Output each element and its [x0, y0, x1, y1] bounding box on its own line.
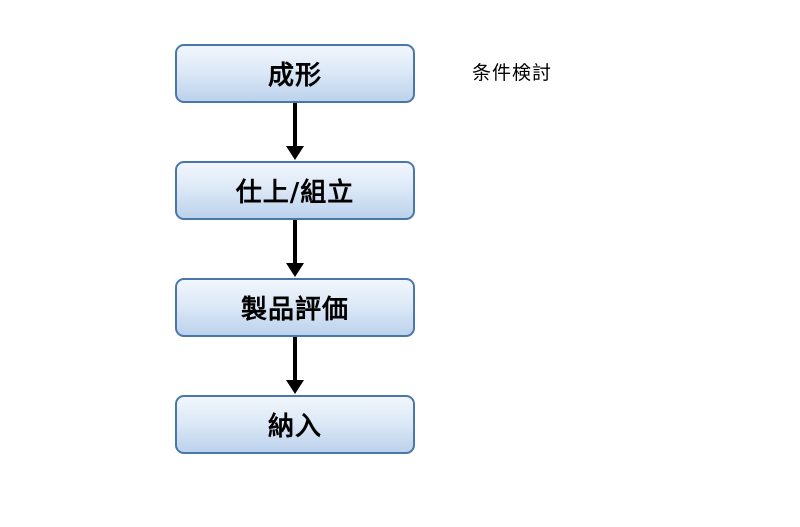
condition-study-note: 条件検討: [472, 62, 553, 84]
step-finishing-assembly-box: 仕上/組立: [175, 161, 415, 220]
step-product-evaluation-box: 製品評価: [175, 278, 415, 337]
arrow-0-to-1: [286, 103, 304, 160]
step-finishing-assembly-label: 仕上/組立: [235, 178, 355, 208]
step-molding-label: 成形: [267, 61, 322, 91]
arrow-2-to-3: [286, 337, 304, 394]
step-product-evaluation-label: 製品評価: [240, 295, 349, 325]
step-molding-box: 成形: [175, 44, 415, 103]
arrow-1-to-2: [286, 220, 304, 277]
step-delivery-box: 納入: [175, 395, 415, 454]
step-delivery-label: 納入: [267, 412, 322, 442]
